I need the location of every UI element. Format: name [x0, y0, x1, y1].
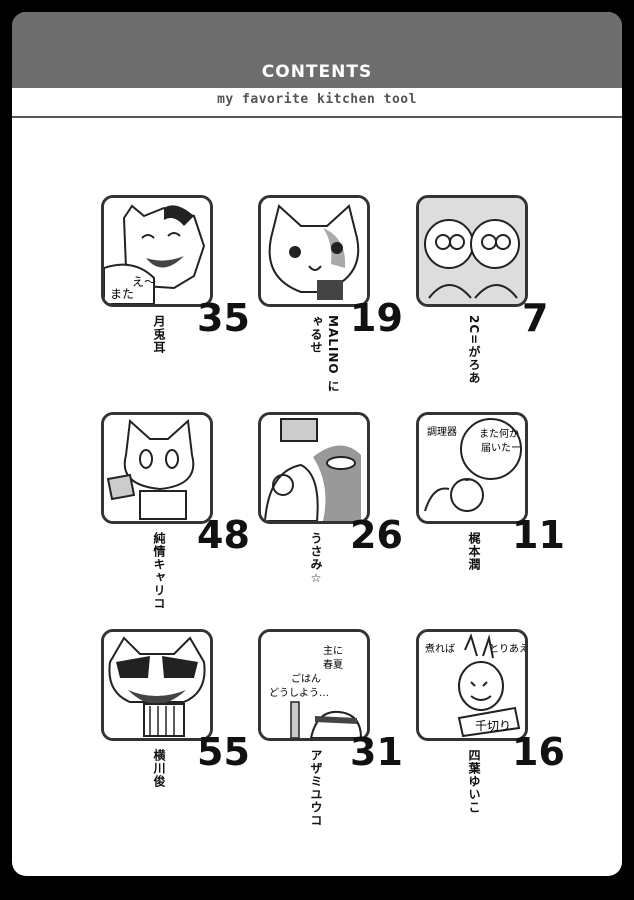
- entry-card[interactable]: 7 2C=がろあ: [416, 195, 566, 405]
- page-number: 19: [350, 296, 403, 340]
- svg-text:どうしよう…: どうしよう…: [269, 687, 329, 699]
- page-number: 26: [350, 513, 403, 557]
- author-name: 四葉ゆいこ: [467, 749, 481, 814]
- entry-card[interactable]: 19 MALINO にゃるせ: [258, 195, 408, 405]
- author-name: 純情キャリコ: [152, 532, 166, 610]
- author-name: 梶本潤: [467, 532, 481, 571]
- author-name: 横川俊: [152, 749, 166, 788]
- comic-thumbnail: [258, 412, 370, 524]
- comic-thumbnail: また何か 届いたー 調理器: [416, 412, 528, 524]
- page-number: 16: [512, 730, 565, 774]
- page-number: 31: [350, 730, 403, 774]
- entry-card[interactable]: 26 うさみ☆: [258, 412, 408, 622]
- svg-text:調理器: 調理器: [427, 425, 457, 438]
- page-title: CONTENTS: [261, 62, 373, 82]
- comic-thumbnail: [101, 629, 213, 741]
- entry-card[interactable]: また何か 届いたー 調理器 11 梶本潤: [416, 412, 566, 622]
- comic-thumbnail: [101, 412, 213, 524]
- author-name: アザミユウコ: [309, 749, 323, 827]
- entry-card[interactable]: 55 横川俊: [101, 629, 251, 839]
- svg-text:また: また: [110, 287, 134, 301]
- divider: [12, 116, 622, 118]
- entry-card[interactable]: え～ また 35 月兎耳: [101, 195, 251, 405]
- comic-thumbnail: [416, 195, 528, 307]
- comic-thumbnail: え～ また: [101, 195, 213, 307]
- svg-text:届いたー: 届いたー: [481, 442, 521, 454]
- page-number: 48: [197, 513, 250, 557]
- comic-thumbnail: 煮れば とりあえず 千切り: [416, 629, 528, 741]
- header-band: [12, 12, 622, 88]
- author-name: うさみ☆: [309, 532, 323, 586]
- entry-card[interactable]: 48 純情キャリコ: [101, 412, 251, 622]
- comic-thumbnail: 主に 春夏 ごはん どうしよう…: [258, 629, 370, 741]
- page-number: 11: [512, 513, 565, 557]
- svg-text:千切り: 千切り: [475, 719, 511, 733]
- author-name: MALINO にゃるせ: [309, 315, 340, 393]
- svg-text:とりあえず: とりあえず: [489, 643, 525, 655]
- svg-text:また何か: また何か: [479, 427, 519, 440]
- author-name: 月兎耳: [152, 315, 166, 354]
- svg-text:主に: 主に: [323, 645, 343, 657]
- page-number: 55: [197, 730, 250, 774]
- author-name: 2C=がろあ: [467, 315, 481, 385]
- art-text: え～: [132, 275, 156, 289]
- contents-page: CONTENTS my favorite kitchen tool え～ また …: [12, 12, 622, 876]
- svg-text:煮れば: 煮れば: [425, 643, 455, 655]
- page-subtitle: my favorite kitchen tool: [217, 92, 417, 107]
- entry-card[interactable]: 煮れば とりあえず 千切り 16 四葉ゆいこ: [416, 629, 566, 839]
- svg-text:春夏: 春夏: [323, 659, 343, 671]
- svg-text:ごはん: ごはん: [291, 672, 321, 685]
- entry-card[interactable]: 主に 春夏 ごはん どうしよう… 31 アザミユウコ: [258, 629, 408, 839]
- page-number: 35: [197, 296, 250, 340]
- page-number: 7: [522, 296, 549, 340]
- comic-thumbnail: [258, 195, 370, 307]
